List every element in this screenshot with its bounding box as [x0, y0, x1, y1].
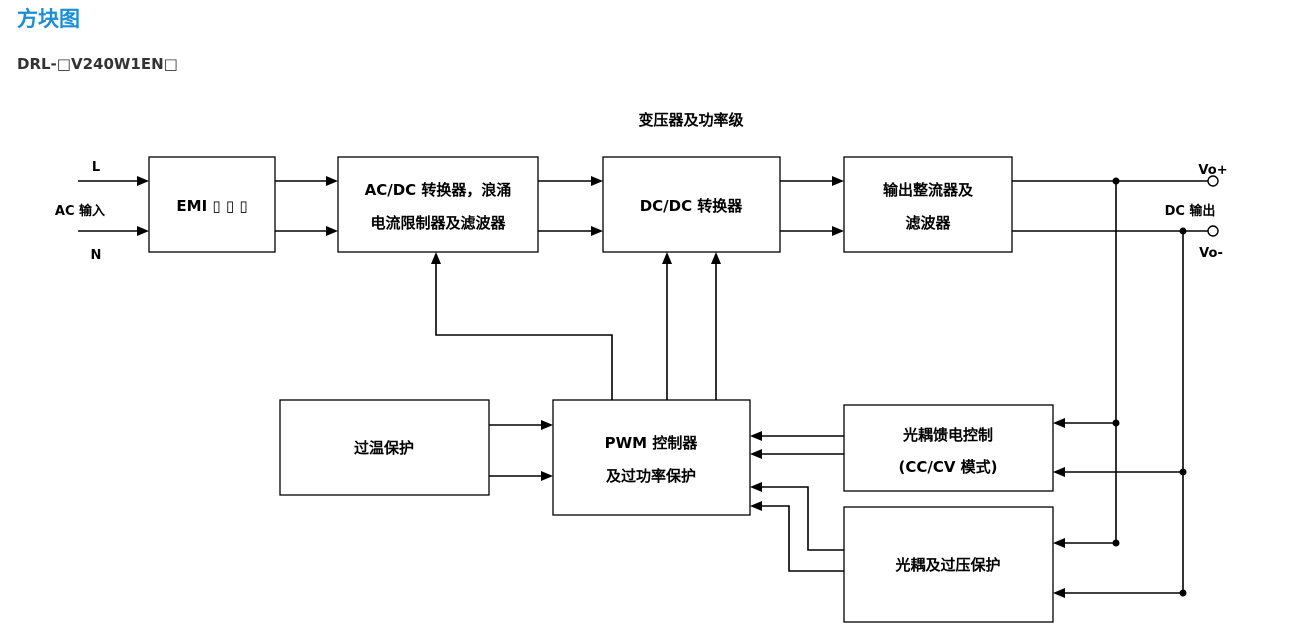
connector-otp-pwm [489, 420, 553, 481]
input-l-label: L [92, 160, 100, 175]
connector-output-rails [1012, 175, 1219, 237]
connector-pwm-dcdc [662, 252, 721, 400]
connector-emi-acdc [275, 176, 338, 236]
connector-ovp-pwm [750, 482, 844, 572]
block-otp-label: 过温保护 [354, 439, 414, 457]
connector-pwm-acdc [431, 252, 613, 400]
connector-vo-minus-bus [1053, 231, 1187, 598]
page-title: 方块图 [17, 7, 80, 31]
connector-input-l [78, 176, 149, 186]
stage-caption: 变压器及功率级 [638, 111, 744, 129]
connector-input-n [78, 226, 149, 236]
block-emi: EMI ▯ ▯ ▯ [148, 156, 276, 253]
block-dcdc-label: DC/DC 转换器 [640, 197, 744, 215]
block-acdc-line1: AC/DC 转换器，浪涌 [365, 181, 512, 199]
block-acdc-line2: 电流限制器及滤波器 [370, 214, 506, 232]
block-otp: 过温保护 [279, 399, 490, 496]
input-ac-label: AC 输入 [55, 203, 105, 219]
block-rectifier-line1: 输出整流器及 [883, 181, 974, 199]
block-acdc: AC/DC 转换器，浪涌 电流限制器及滤波器 [337, 156, 539, 253]
block-ovp-label: 光耦及过压保护 [894, 556, 1000, 574]
connector-dcdc-rectifier [780, 176, 844, 236]
block-emi-label: EMI ▯ ▯ ▯ [176, 197, 247, 215]
block-dcdc: DC/DC 转换器 [602, 156, 781, 253]
block-pwm-line1: PWM 控制器 [605, 434, 699, 452]
block-pwm: PWM 控制器 及过功率保护 [552, 399, 751, 516]
input-n-label: N [91, 248, 102, 263]
block-rectifier-line2: 滤波器 [905, 214, 951, 232]
output-vo-plus-label: Vo+ [1198, 163, 1227, 178]
connector-vo-plus-bus [1053, 181, 1120, 548]
connector-acdc-dcdc [538, 176, 603, 236]
block-feedback-line2: (CC/CV 模式) [898, 458, 997, 476]
connector-feedback-pwm [750, 431, 844, 459]
block-rectifier: 输出整流器及 滤波器 [843, 156, 1013, 253]
output-dc-label: DC 输出 [1165, 203, 1216, 219]
block-feedback-line1: 光耦馈电控制 [902, 426, 993, 444]
output-vo-minus-label: Vo- [1199, 246, 1223, 261]
block-feedback: 光耦馈电控制 (CC/CV 模式) [843, 404, 1054, 492]
model-number: DRL-□V240W1EN□ [17, 55, 178, 73]
block-pwm-line2: 及过功率保护 [606, 467, 696, 485]
block-ovp: 光耦及过压保护 [843, 506, 1054, 623]
